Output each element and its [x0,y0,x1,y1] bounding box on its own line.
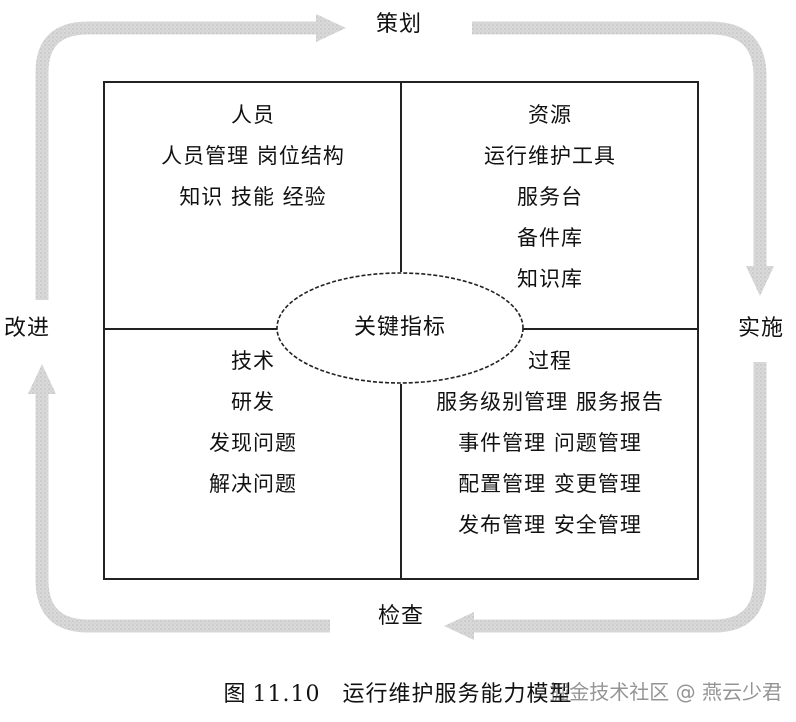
quadrant-process: 过程 服务级别管理 服务报告 事件管理 问题管理 配置管理 变更管理 发布管理 … [404,341,696,546]
quadrant-line: 人员管理 岗位结构 [161,144,345,168]
quadrant-line: 研发 [231,390,275,414]
key-indicator-ellipse [276,272,524,384]
quadrant-line: 发现问题 [209,431,297,455]
quadrant-technology: 技术 研发 发现问题 解决问题 [106,341,400,505]
quadrant-line: 解决问题 [209,472,297,496]
quadrant-line: 服务台 [517,185,583,209]
arrow-head-improve [28,364,56,394]
quadrant-line: 配置管理 变更管理 [458,472,642,496]
arrow-plan-to-implement [472,21,767,268]
quadrant-line: 过程 [528,349,572,373]
quadrant-line: 资源 [528,103,572,127]
arrow-implement-to-check [472,362,767,633]
caption-number: 11.10 [252,682,321,707]
quadrant-line: 备件库 [517,226,583,250]
cycle-label-check: 检查 [378,604,425,629]
arrow-improve-to-plan [35,21,318,300]
quadrant-line: 知识 技能 经验 [179,185,327,209]
caption-figure: 图 [223,682,247,707]
quadrant-line: 人员 [231,103,275,127]
quadrant-resources: 资源 运行维护工具 服务台 备件库 知识库 [404,95,696,300]
quadrant-line: 技术 [231,349,275,373]
arrow-head-check [444,612,474,640]
cycle-label-plan: 策划 [376,12,423,37]
quadrant-line: 服务级别管理 服务报告 [436,390,664,414]
quadrant-line: 知识库 [517,267,583,291]
quadrant-line: 发布管理 安全管理 [458,513,642,537]
caption-title: 运行维护服务能力模型 [342,682,573,707]
arrow-head-plan [316,14,346,42]
arrow-head-implement [746,266,774,296]
arrow-check-to-improve [35,392,330,633]
cycle-label-implement: 实施 [738,316,785,341]
key-indicator-label: 关键指标 [353,315,446,340]
quadrant-line: 事件管理 问题管理 [458,431,642,455]
watermark: 掘金技术社区 @ 燕云少君 [549,680,782,704]
cycle-label-improve: 改进 [4,316,51,341]
quadrant-personnel: 人员 人员管理 岗位结构 知识 技能 经验 [106,95,400,218]
quadrant-line: 运行维护工具 [484,144,616,168]
